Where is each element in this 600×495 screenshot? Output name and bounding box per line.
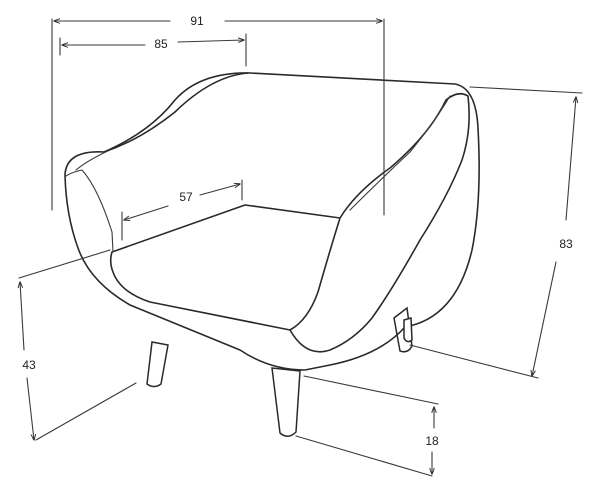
left-arm-seam <box>75 149 111 171</box>
back-width-label: 85 <box>154 37 168 51</box>
seat-height-arrow-bottom <box>26 377 34 440</box>
height-extension-bottom <box>409 344 539 379</box>
height-extension-top <box>469 86 583 94</box>
seat-height-label: 43 <box>22 358 36 372</box>
back-left-leg <box>146 341 169 388</box>
leg-height-extension-top <box>303 375 439 405</box>
backrest-inner-line <box>103 72 249 153</box>
right-arm-seam <box>349 95 451 211</box>
seat-height-extension-bottom <box>35 382 137 441</box>
seat-height-extension-top <box>18 249 111 279</box>
left-arm-inner <box>65 169 114 253</box>
height-arrow-top <box>565 97 576 221</box>
front-right-leg <box>271 367 301 437</box>
back-width-arrow-right <box>177 40 244 42</box>
leg-height-label: 18 <box>425 434 439 448</box>
leg-height-extension-bottom <box>295 435 433 477</box>
seat-width-arrow-left <box>124 205 169 220</box>
overall-height-label: 83 <box>559 237 573 251</box>
right-arm <box>289 92 470 353</box>
height-arrow-bottom <box>532 261 557 376</box>
overall-width-label: 91 <box>190 14 204 28</box>
seat-width-arrow-right <box>199 184 240 196</box>
seat-height-arrow-top <box>20 282 25 351</box>
seat-width-label: 57 <box>179 190 193 204</box>
front-left-leg-hint <box>403 317 413 343</box>
armchair <box>64 72 480 437</box>
chair-outer-shell <box>64 72 480 371</box>
dimension-lines: 91 85 57 83 43 18 <box>18 14 583 477</box>
